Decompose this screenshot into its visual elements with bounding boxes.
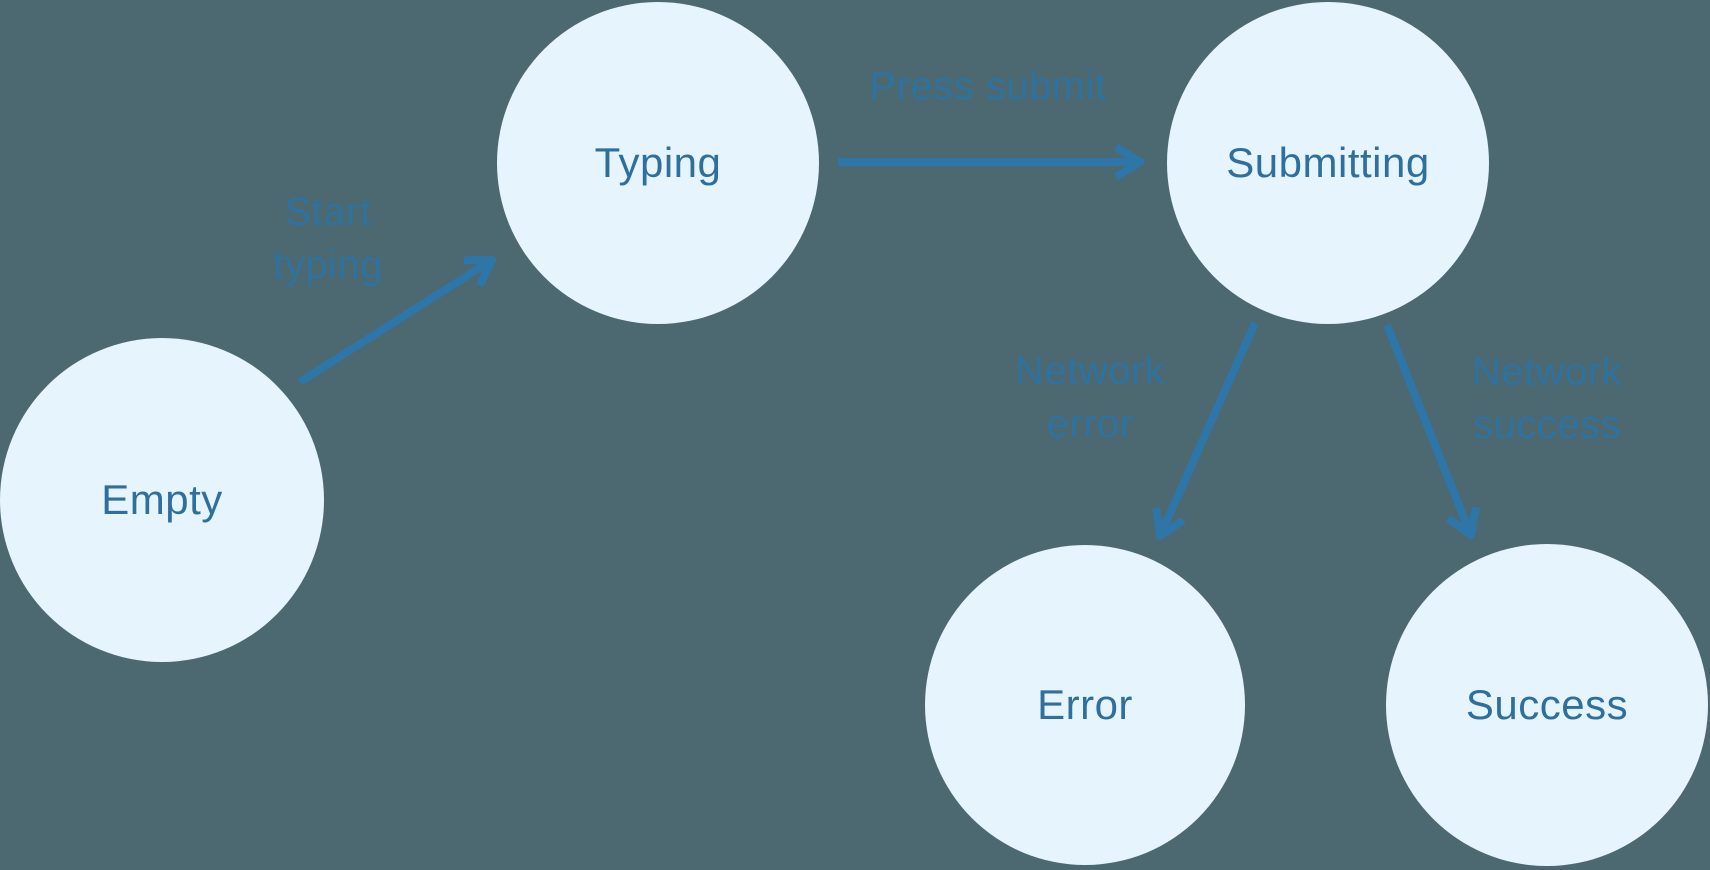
state-node-error: Error [925, 545, 1245, 865]
state-node-submitting-label: Submitting [1226, 139, 1430, 186]
state-node-empty: Empty [0, 338, 324, 662]
edge-label-network-error: Network error [1014, 349, 1166, 446]
edge-arrow-submitting-to-error [1160, 321, 1259, 536]
state-node-success: Success [1386, 544, 1708, 866]
state-node-error-label: Error [1037, 681, 1133, 728]
edge-label-network-success: Network success [1471, 350, 1623, 447]
state-node-success-label: Success [1465, 681, 1629, 728]
state-node-empty-label: Empty [101, 476, 223, 523]
edge-label-start-typing: Start typing [273, 190, 383, 287]
state-node-typing: Typing [497, 2, 819, 324]
state-node-submitting: Submitting [1167, 2, 1489, 324]
edge-arrow-submitting-to-success [1383, 323, 1471, 535]
edge-label-press-submit: Press submit [869, 64, 1107, 109]
state-node-typing-label: Typing [594, 139, 722, 186]
